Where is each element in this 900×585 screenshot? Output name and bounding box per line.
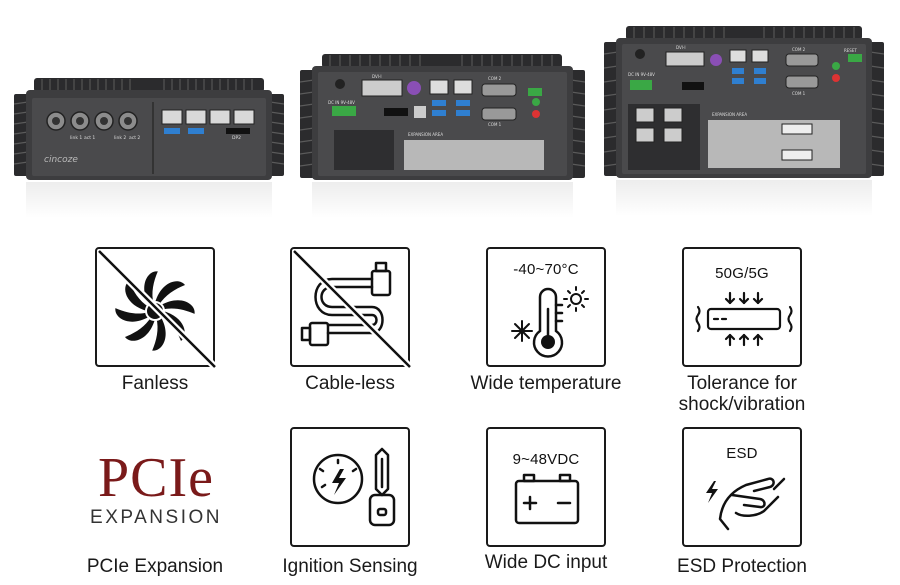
feature-label-fanless: Fanless xyxy=(121,373,189,394)
caption-line: Tolerance for xyxy=(687,373,797,394)
ignition-key-icon xyxy=(312,447,396,527)
product-image-small: link 1 act 1 link 2 act 2 DP2 cincoze xyxy=(14,76,284,184)
feature-label-cable-less: Cable-less xyxy=(305,373,395,394)
port-label: COM 2 xyxy=(488,76,502,81)
feature-label-ignition-sensing: Ignition Sensing xyxy=(282,556,418,577)
port-label: DVI-I xyxy=(372,74,382,79)
shock-vibration-icon xyxy=(695,291,793,347)
brand-logo: cincoze xyxy=(44,155,78,165)
pcie-logo-subtext: EXPANSION xyxy=(90,507,222,528)
feature-label-shock-vibration: Tolerance for shock/vibration xyxy=(642,373,842,415)
shock-vibration-tile: 50G/5G xyxy=(682,247,802,367)
cable-less-tile xyxy=(290,247,412,369)
esd-protection-tile: ESD xyxy=(682,427,802,547)
port-label: EXPANSION AREA xyxy=(408,132,443,137)
pcie-logo-text: PCIe xyxy=(98,447,214,509)
feature-label-esd-protection: ESD Protection xyxy=(677,556,807,577)
port-label: link 2 xyxy=(114,135,126,141)
port-label: EXPANSION AREA xyxy=(712,112,747,117)
esd-text: ESD xyxy=(726,445,758,462)
ignition-sensing-tile xyxy=(290,427,410,547)
wide-temperature-tile: -40~70°C xyxy=(486,247,606,367)
port-label: DC IN 9V-48V xyxy=(328,100,355,105)
feature-label-pcie-expansion: PCIe Expansion xyxy=(86,556,224,577)
port-label: DC IN 9V-48V xyxy=(628,72,655,77)
port-label: RESET xyxy=(844,48,857,53)
port-label: DP2 xyxy=(232,135,241,141)
product-image-large: DVI-I COM 2 DC IN 9V-48V RESET EXPANSION… xyxy=(604,24,884,182)
product-reflection xyxy=(26,182,272,218)
wide-dc-input-tile: 9~48VDC xyxy=(486,427,606,547)
thermometer-icon xyxy=(511,286,589,358)
product-reflection xyxy=(312,182,573,218)
feature-label-wide-temperature: Wide temperature xyxy=(470,373,622,394)
temperature-range-text: -40~70°C xyxy=(513,261,579,278)
fanless-tile xyxy=(95,247,217,369)
battery-icon xyxy=(514,473,580,525)
feature-label-wide-dc-input: Wide DC input xyxy=(484,552,608,573)
port-label: COM 1 xyxy=(488,122,502,127)
esd-hand-icon xyxy=(706,477,786,531)
cable-crossed-icon xyxy=(292,249,412,369)
port-label: act 2 xyxy=(129,135,140,141)
dc-range-text: 9~48VDC xyxy=(512,451,580,468)
port-label: act 1 xyxy=(84,135,95,141)
port-label: link 1 xyxy=(70,135,82,141)
product-image-medium: DVI-I COM 2 DC IN 9V-48V EXPANSION AREA … xyxy=(300,52,585,184)
caption-line: shock/vibration xyxy=(678,394,806,415)
port-label: COM 2 xyxy=(792,47,806,52)
pcie-logo: PCIe EXPANSION xyxy=(72,449,240,529)
fan-crossed-icon xyxy=(97,249,217,369)
product-reflection xyxy=(616,180,872,216)
shock-rating-text: 50G/5G xyxy=(715,265,769,282)
port-label: COM 1 xyxy=(792,91,806,96)
port-label: DVI-I xyxy=(676,45,686,50)
